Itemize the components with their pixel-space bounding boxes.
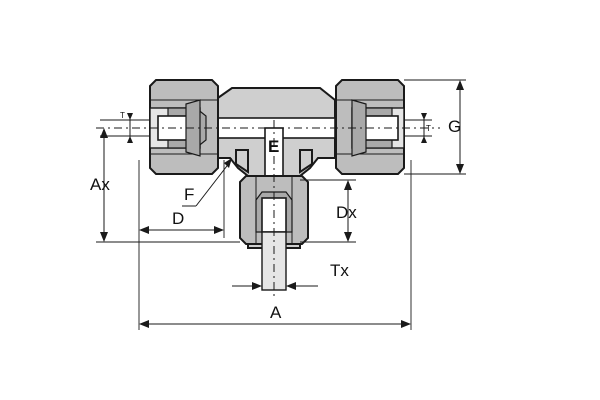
dimension-T-right: T xyxy=(404,113,432,143)
dim-label-Dx: Dx xyxy=(336,203,357,222)
left-nut xyxy=(149,79,219,175)
dim-label-T-left: T xyxy=(120,111,125,120)
dimension-G: G xyxy=(404,79,466,175)
right-nut xyxy=(335,79,405,175)
dimension-Ax: Ax xyxy=(90,128,240,243)
dimension-T-left: T xyxy=(100,111,150,143)
dim-label-T-right: T xyxy=(426,124,431,133)
dim-label-G: G xyxy=(448,117,461,136)
leader-F: F xyxy=(182,158,232,207)
dimension-Dx: Dx xyxy=(300,179,357,243)
dimension-Tx: Tx xyxy=(232,261,349,290)
dimension-A: A xyxy=(138,160,412,330)
dim-label-Tx: Tx xyxy=(330,261,349,280)
dim-label-D: D xyxy=(172,209,184,228)
label-E: E xyxy=(268,137,279,156)
dim-label-A: A xyxy=(270,303,282,322)
dimension-D: D xyxy=(139,160,225,238)
center-lines xyxy=(96,120,440,300)
dim-label-F: F xyxy=(184,185,194,204)
dim-label-Ax: Ax xyxy=(90,175,110,194)
